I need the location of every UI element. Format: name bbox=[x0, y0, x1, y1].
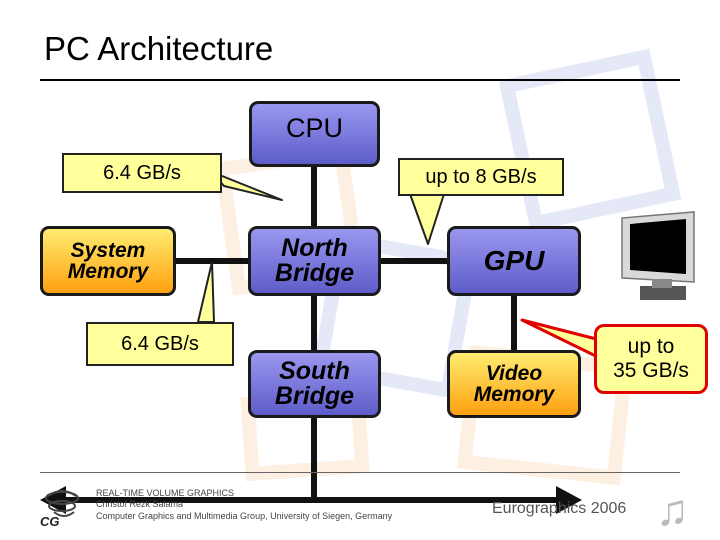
south-bridge-label-line1: South bbox=[279, 357, 350, 385]
callout-video-memory-bandwidth: up to 35 GB/s bbox=[594, 324, 708, 394]
north-bridge-box: North Bridge bbox=[248, 226, 381, 296]
gpu-box: GPU bbox=[447, 226, 581, 296]
system-memory-label-line1: System bbox=[70, 239, 146, 262]
callout-video-memory-line2: 35 GB/s bbox=[613, 359, 689, 382]
video-memory-box: Video Memory bbox=[447, 350, 581, 418]
footer-rule bbox=[40, 472, 680, 473]
callout-cpu-memory-bandwidth: 6.4 GB/s bbox=[62, 153, 222, 193]
callout-tail-memory-bus bbox=[197, 261, 215, 323]
video-memory-label-line1: Video bbox=[485, 362, 543, 385]
monitor-icon bbox=[621, 211, 695, 300]
callout-tail-cpu-memory bbox=[211, 171, 283, 201]
north-bridge-label-line1: North bbox=[281, 234, 348, 262]
footer-line-course: REAL-TIME VOLUME GRAPHICS bbox=[96, 488, 235, 498]
cpu-box: CPU bbox=[249, 101, 380, 167]
music-note-icon: ♫ bbox=[656, 486, 689, 535]
callout-tail-agp bbox=[409, 193, 445, 245]
cg-logo-text: CG bbox=[40, 514, 60, 529]
cpu-label: CPU bbox=[285, 112, 343, 143]
cg-logo-icon: CG bbox=[40, 490, 79, 529]
callout-video-memory-line1: up to bbox=[627, 334, 675, 358]
footer-line-affiliation: Computer Graphics and Multimedia Group, … bbox=[96, 510, 393, 521]
callout-agp-bandwidth: up to 8 GB/s bbox=[398, 158, 564, 196]
callout-agp-text: up to 8 GB/s bbox=[425, 165, 537, 188]
callout-memory-bus-bandwidth: 6.4 GB/s bbox=[86, 322, 234, 366]
video-memory-label-line2: Memory bbox=[473, 383, 555, 406]
callout-cpu-memory-text: 6.4 GB/s bbox=[103, 161, 181, 184]
south-bridge-label-line2: Bridge bbox=[274, 382, 355, 410]
footer-line-author: Christof Rezk Salama bbox=[96, 499, 184, 510]
south-bridge-box: South Bridge bbox=[248, 350, 381, 418]
title-underline bbox=[40, 79, 680, 81]
system-memory-label-line2: Memory bbox=[67, 260, 149, 283]
system-memory-box: System Memory bbox=[40, 226, 176, 296]
callout-memory-bus-text: 6.4 GB/s bbox=[121, 332, 199, 355]
slide-title: PC Architecture bbox=[44, 30, 274, 67]
north-bridge-label-line2: Bridge bbox=[274, 259, 355, 287]
conference-name: Eurographics 2006 bbox=[492, 500, 627, 517]
footer-credits: REAL-TIME VOLUME GRAPHICS Christof Rezk … bbox=[96, 488, 392, 522]
gpu-label: GPU bbox=[483, 245, 545, 276]
